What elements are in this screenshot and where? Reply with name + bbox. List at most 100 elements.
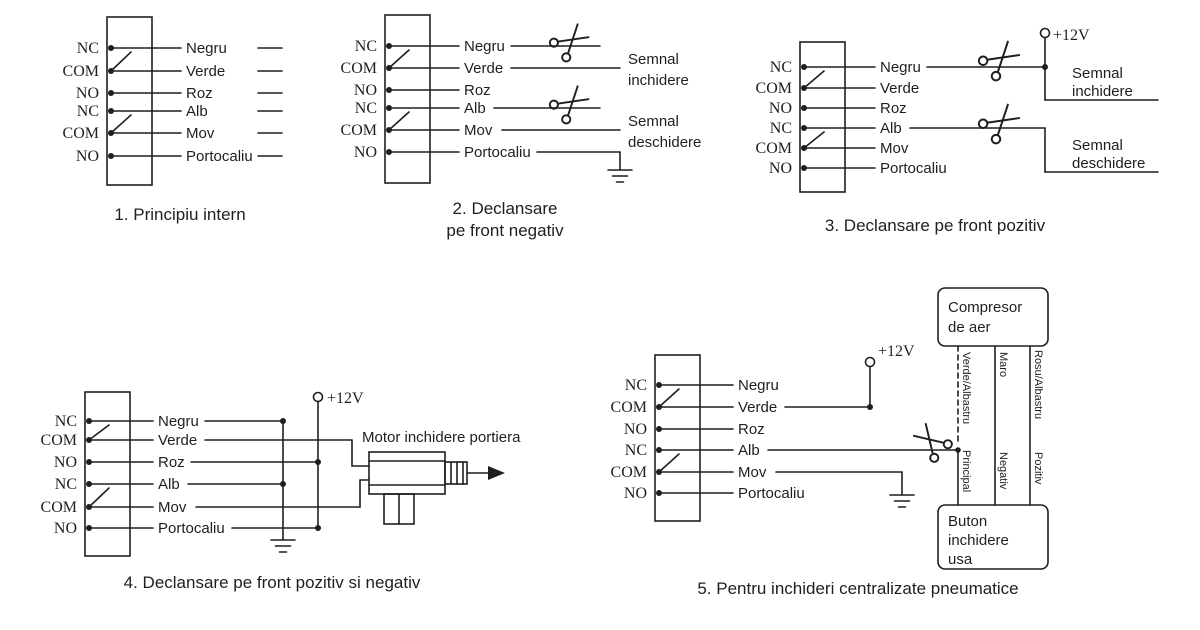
terminal-label: NO [769, 100, 792, 117]
switch-arm [110, 51, 132, 72]
switch-arm [388, 49, 410, 69]
signal-close-label: Semnal [1072, 65, 1123, 82]
signal-open-label2: deschidere [1072, 155, 1145, 172]
terminal-dot [386, 105, 392, 111]
caption-2-line2: pe front negativ [446, 221, 564, 240]
signal-open-label: Semnal [628, 113, 679, 130]
terminal-label: NC [355, 38, 377, 55]
terminal-label: COM [41, 499, 77, 516]
switch-arm [658, 453, 680, 473]
terminal-label: COM [756, 80, 792, 97]
terminal-dot [801, 64, 807, 70]
connector-body [384, 14, 431, 184]
switch-arm [110, 114, 132, 134]
wire-label: Negru [158, 413, 199, 430]
terminal-dot [86, 418, 92, 424]
wire-label: Roz [880, 100, 907, 117]
motor-body [368, 451, 446, 495]
junction-dot [280, 481, 286, 487]
ground-icon [607, 169, 633, 183]
terminal-label: COM [63, 63, 99, 80]
compressor-label: Compresor [948, 299, 1022, 316]
terminal-dot [656, 426, 662, 432]
connector-body [106, 16, 153, 186]
wire-label: Portocaliu [464, 144, 531, 161]
plus12v-label: +12V [327, 390, 364, 407]
wire-label: Roz [464, 82, 491, 99]
compressor-box [937, 287, 1049, 347]
wire-label: Verde [186, 63, 225, 80]
motor-label: Motor inchidere portiera [362, 429, 521, 446]
terminal-label: NC [770, 120, 792, 137]
diagram-5-wiring: +12V Compresor de aer Buton inchidere us… [767, 287, 1049, 570]
terminal-dot [386, 43, 392, 49]
wire-label: Mov [880, 140, 909, 157]
wire-label: Alb [880, 120, 902, 137]
wire-label: Alb [464, 100, 486, 117]
terminal-label: COM [756, 140, 792, 157]
terminal-label: NC [770, 59, 792, 76]
button-label3: usa [948, 551, 973, 568]
terminal-dot [86, 525, 92, 531]
caption-1: 1. Principiu intern [114, 205, 245, 224]
button-label: Buton [948, 513, 987, 530]
terminal-label: COM [63, 125, 99, 142]
door-lock-motor [368, 451, 505, 525]
terminal-label: NC [77, 103, 99, 120]
terminal-label: NO [354, 82, 377, 99]
tube-label-maro: Maro [997, 352, 1009, 377]
ground-icon [270, 539, 296, 553]
diagram-2-wiring: Semnal inchidere Semnal deschidere [493, 19, 701, 183]
wire-label: Negru [186, 40, 227, 57]
supply-terminal-icon [1039, 27, 1051, 39]
terminal-label: NO [624, 485, 647, 502]
motor-rod-tip [488, 466, 505, 480]
tube-label-rosu-albastru: Rosu/Albastru [1032, 350, 1044, 419]
terminal-dot [656, 447, 662, 453]
terminal-label: NC [625, 442, 647, 459]
signal-close-label2: inchidere [628, 72, 689, 89]
terminal-dot [656, 382, 662, 388]
terminal-label: NO [354, 144, 377, 161]
switch-arm [803, 70, 825, 89]
scissors-icon [976, 36, 1024, 84]
terminal-label: NO [76, 85, 99, 102]
tube-label-verde-albastru: Verde/Albastru [960, 352, 972, 424]
wire-label: Roz [738, 421, 765, 438]
terminal-dot [108, 45, 114, 51]
switch-arm [88, 487, 110, 508]
terminal-label: COM [611, 399, 647, 416]
signal-close-label2: inchidere [1072, 83, 1133, 100]
diagram-1-wire-stubs [257, 47, 283, 157]
wire-label: Verde [158, 432, 197, 449]
connector-body [84, 391, 131, 557]
button-label2: inchidere [948, 532, 1009, 549]
plus12v-label: +12V [878, 343, 915, 360]
terminal-label: NC [77, 40, 99, 57]
junction-dot [1042, 64, 1048, 70]
wire-label: Mov [738, 464, 767, 481]
terminal-label: COM [341, 122, 377, 139]
switch-arm [803, 131, 825, 149]
terminal-dot [108, 153, 114, 159]
signal-open-label2: deschidere [628, 134, 701, 151]
caption-4: 4. Declansare pe front pozitiv si negati… [124, 573, 421, 592]
caption-5: 5. Pentru inchideri centralizate pneumat… [697, 579, 1018, 598]
connector-body [799, 41, 846, 193]
terminal-dot [386, 87, 392, 93]
plus12v-label: +12V [1053, 27, 1090, 44]
wire-label: Alb [158, 476, 180, 493]
terminal-dot [86, 481, 92, 487]
terminal-dot [86, 459, 92, 465]
wire-label: Portocaliu [158, 520, 225, 537]
terminal-label: NC [55, 476, 77, 493]
caption-3: 3. Declansare pe front pozitiv [825, 216, 1046, 235]
